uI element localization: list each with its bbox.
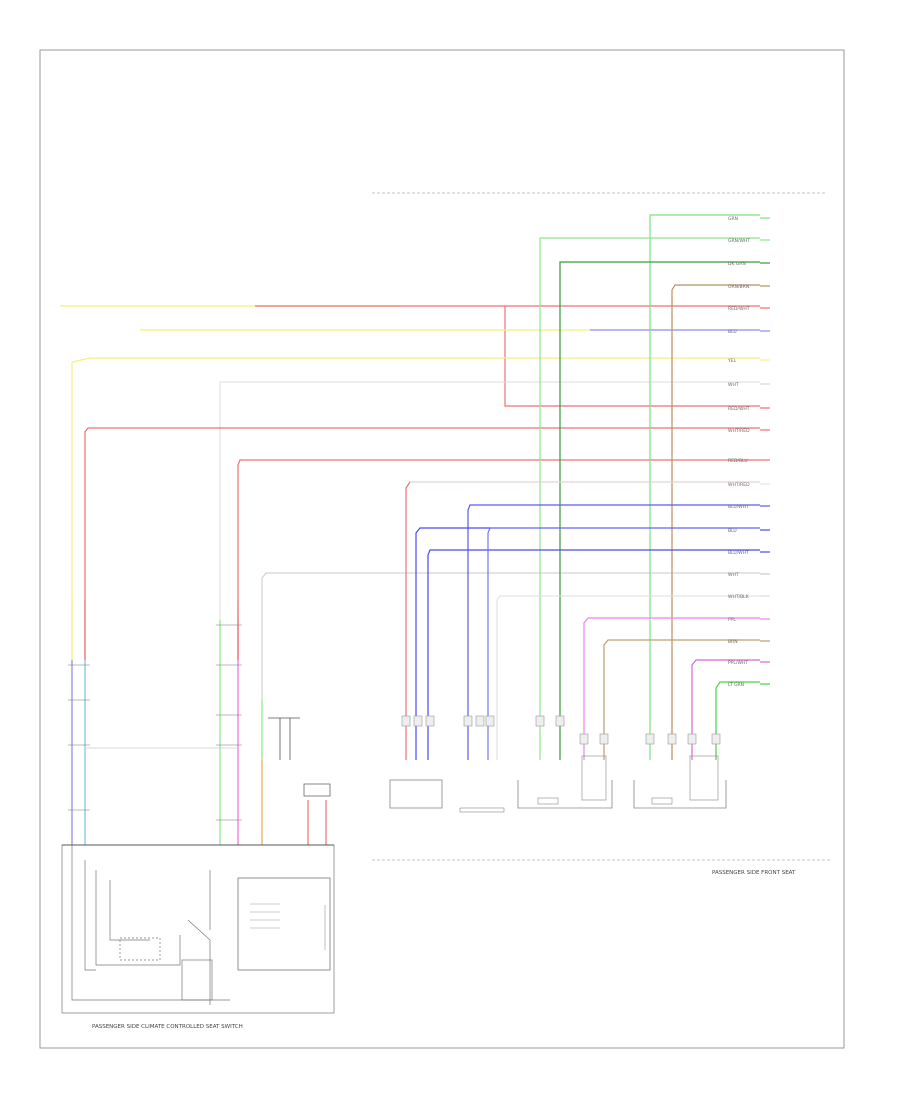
wire-blu-1 (467, 504, 760, 760)
wire-label: WHT/RED (728, 482, 750, 488)
wire-grn-tall (649, 214, 760, 760)
wire-label: BRN (728, 639, 738, 645)
wire-ornbrn-tall (671, 284, 760, 760)
wire-label: BLU (728, 528, 737, 534)
ccs-module-internals (71, 845, 230, 1005)
wire-ltgrn (715, 681, 760, 760)
temp-sensor-element-1b (581, 755, 607, 801)
wire-label: GRN (728, 216, 738, 222)
wire-red-mid-column (237, 459, 760, 845)
seat-back-heater-box (459, 807, 505, 813)
wire-blu-3 (427, 549, 760, 760)
wire-label: RED/BLU (728, 458, 748, 464)
wire-red-loop (504, 306, 760, 407)
wire-label: WHT (728, 572, 739, 578)
section-caption: PASSENGER SIDE FRONT SEAT (712, 870, 796, 876)
wire-wht-faint (219, 381, 760, 845)
wire-bluwht-2 (487, 527, 760, 760)
wire-wht-mid-column (261, 572, 760, 845)
seat-cushion-heater-box (389, 779, 443, 809)
wire-label: DK GRN (728, 261, 746, 267)
wire-label: WHT/RED (728, 428, 750, 434)
wire-red-heater (405, 481, 760, 760)
pair-connector (303, 783, 331, 797)
wire-label: RED/WHT (728, 306, 750, 312)
wire-ppl (583, 617, 760, 760)
bottom-caption: PASSENGER SIDE CLIMATE CONTROLLED SEAT S… (92, 1024, 243, 1030)
wire-label: BLU/WHT (728, 504, 749, 510)
wire-red-left-column (84, 427, 760, 845)
ccs-control-box (237, 877, 331, 971)
wire-wht-sensor (496, 595, 760, 760)
wire-label: YEL (727, 358, 737, 364)
wire-label: LT GRN (728, 682, 744, 688)
diagram-border (39, 49, 845, 1049)
wire-label: ORN/BRN (728, 284, 749, 290)
seat-cushion-temp-sensor-box (517, 780, 613, 809)
wire-label: WHT/BLK (728, 594, 750, 600)
temp-sensor-element-2 (651, 797, 673, 805)
ccs-control-box-details (250, 903, 326, 950)
small-switch-symbol (268, 717, 300, 760)
wire-label: BLU/WHT (728, 550, 749, 556)
temp-sensor-element-2b (689, 755, 719, 801)
wire-label: BLU (728, 329, 737, 335)
wire-brn (603, 639, 760, 760)
wire-pplwht (691, 659, 760, 760)
column-connector-ticks (68, 624, 242, 821)
wire-label: RED/WHT (728, 406, 750, 412)
connector-stubs (401, 715, 721, 745)
wire-label: PPL (728, 617, 736, 623)
seat-back-temp-sensor-box (633, 780, 727, 809)
wire-label: GRN/WHT (728, 238, 750, 244)
wire-dkgrn-tall (559, 261, 760, 760)
wire-label-column: GRN GRN/WHT DK GRN ORN/BRN RED/WHT BLU YEL WHT R… (727, 216, 770, 688)
temp-sensor-element-1 (537, 797, 559, 805)
wire-label: WHT (728, 382, 739, 388)
wire-grnwht-tall (539, 237, 760, 760)
wire-label: PPL/WHT (728, 660, 748, 666)
